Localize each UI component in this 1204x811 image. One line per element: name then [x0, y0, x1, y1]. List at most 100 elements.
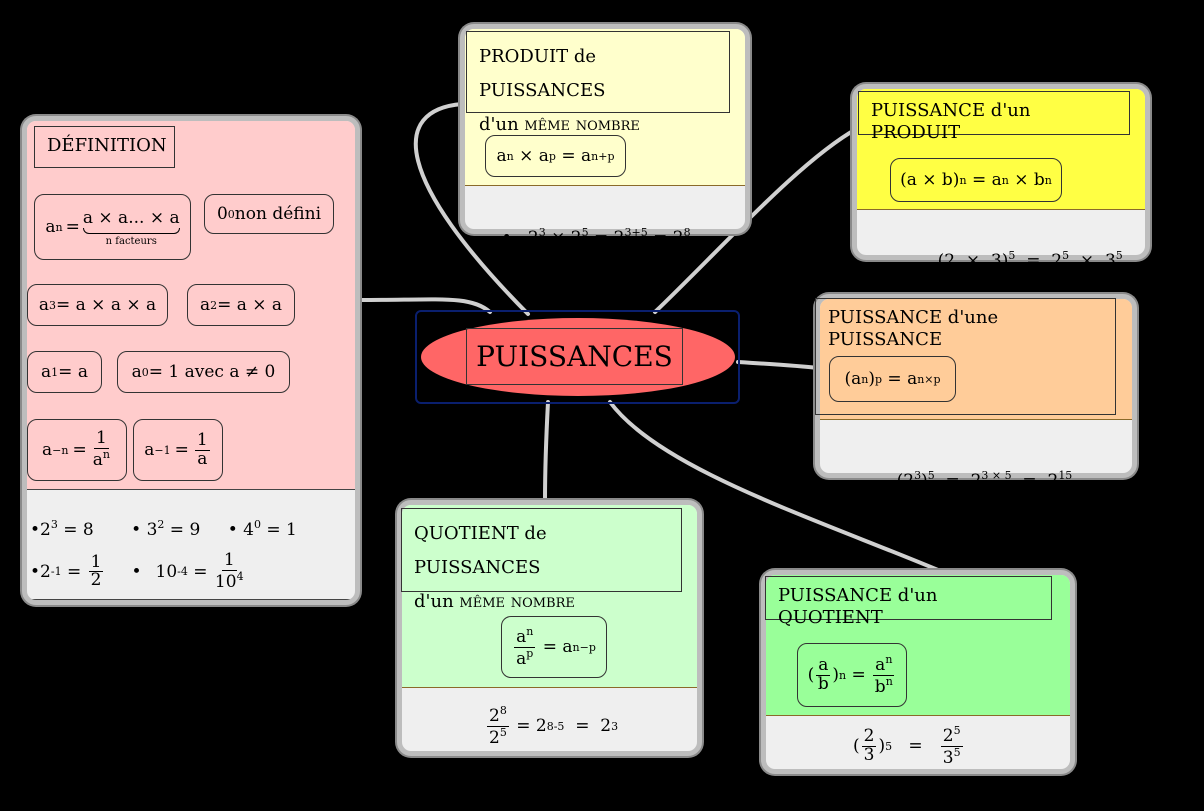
pe-e1: 3: [538, 226, 546, 239]
pp-n3: n: [1044, 173, 1052, 187]
quotient-line2-a: d'un: [414, 591, 460, 613]
qpe-rnum-e: 5: [953, 724, 961, 737]
definition-examples-row1: •23 = 8 • 32 = 9 • 40 = 1: [30, 518, 297, 540]
ex4-exp: -1: [50, 565, 62, 579]
neg1-exp: −1: [154, 443, 171, 457]
qpe-rnum-b: 2: [942, 726, 954, 746]
pppe-e2: 3 × 5: [981, 469, 1012, 482]
def-brace-label: n facteurs: [105, 235, 157, 247]
definition-cloud: [22, 116, 360, 605]
pppe-eq2: =: [1011, 471, 1048, 491]
ex1-rest: = 8: [57, 520, 94, 540]
def-product: a × a... × a: [82, 207, 180, 228]
qp-rden: bn: [875, 675, 893, 697]
ex4-num: 1: [88, 551, 104, 573]
a2-exp: 2: [210, 298, 218, 312]
quot-puiss-title: PUISSANCE d'un QUOTIENT: [778, 585, 938, 628]
qp-n: n: [839, 668, 847, 682]
neg1-num: 1: [194, 429, 210, 451]
def-brace: a × a... × a n facteurs: [82, 207, 180, 247]
prod-puiss-panel: [857, 89, 1145, 209]
ex3: • 40 = 1: [228, 518, 297, 540]
a3-exp: 3: [48, 298, 56, 312]
produit-divider: [465, 185, 745, 186]
pe-eq1: =: [588, 228, 614, 248]
pr-c: a: [581, 146, 592, 166]
qe-c: 2: [600, 716, 612, 737]
negn-base: a: [42, 440, 53, 460]
ppp-close: ): [868, 369, 875, 389]
ex4-bullet: •: [30, 561, 41, 582]
ppe-e2: 5: [1062, 249, 1070, 262]
ppp-n: n: [861, 372, 869, 386]
quot-puiss-cloud: [761, 570, 1075, 774]
quotient-title-line1: QUOTIENT de PUISSANCES: [414, 523, 547, 579]
definition-panel: [27, 121, 355, 489]
negn-den-base: a: [92, 450, 103, 470]
prod-puiss-divider: [857, 209, 1145, 210]
pppe-a: (2: [896, 471, 915, 491]
puiss-puiss-example: (23)5 = 23 × 5 = 215: [875, 449, 1073, 511]
ex5-eq: =: [187, 561, 213, 582]
produit-node[interactable]: PRODUIT de PUISSANCES d'un même nombre a…: [460, 24, 750, 248]
pe-op: ×: [545, 228, 571, 248]
ex2-rest: = 9: [164, 520, 201, 540]
quot-puiss-title-box: PUISSANCE d'un QUOTIENT: [765, 576, 1052, 628]
pppe-c: 2: [1047, 471, 1059, 491]
quotient-divider: [402, 687, 697, 688]
center-node[interactable]: PUISSANCES: [415, 310, 740, 404]
a0-rest: = 1 avec a ≠ 0: [148, 362, 276, 382]
qr-eq: =: [537, 637, 563, 657]
pe-b1: 2: [527, 228, 539, 248]
quotient-node[interactable]: QUOTIENT de PUISSANCES d'un même nombre …: [397, 500, 702, 756]
pp-b: b: [1033, 170, 1045, 190]
pe-b2: 2: [570, 228, 582, 248]
ppe-e: 5: [1008, 249, 1016, 262]
qe-e2: 3: [611, 719, 619, 733]
puiss-puiss-title: PUISSANCE d'une PUISSANCE: [828, 307, 999, 350]
quotient-line2-sc: même nombre: [459, 591, 575, 613]
prod-puiss-cloud: [852, 84, 1150, 260]
ppe-eq: =: [1015, 251, 1052, 271]
pr-x: ×: [513, 146, 539, 166]
prod-puiss-title: PUISSANCE d'un PRODUIT: [871, 100, 1031, 143]
qe-e: 8-5: [546, 719, 565, 733]
ex2-exp: 2: [157, 518, 165, 531]
ex5-den: 104: [215, 571, 244, 592]
qpe-rden-e: 5: [953, 745, 961, 759]
ex2-bullet: •: [131, 520, 142, 540]
quotient-title-box: QUOTIENT de PUISSANCES d'un même nombre: [401, 508, 682, 612]
produit-line2-a: d'un: [479, 114, 525, 136]
negn-eq: =: [72, 440, 87, 460]
ex2-base: 3: [146, 520, 158, 540]
qpe-rden: 35: [943, 747, 961, 768]
ppe-l: (2 × 3): [937, 251, 1009, 271]
pp-x: ×: [1008, 170, 1034, 190]
ppe-a: 2: [1051, 251, 1063, 271]
qe-eq2: =: [564, 716, 601, 737]
qr-den: ap: [516, 647, 533, 669]
quot-puiss-divider: [766, 715, 1070, 716]
a2-rest: = a × a: [217, 295, 283, 315]
ex5-bullet: •: [131, 561, 142, 582]
qr-num: an: [514, 625, 536, 648]
a0-base: a: [131, 362, 142, 382]
ex4-eq: =: [61, 561, 87, 582]
pp-eq: =: [966, 170, 992, 190]
negn-num: 1: [93, 428, 109, 449]
pe-bullet: •: [501, 228, 512, 248]
qp-rnum: an: [873, 653, 895, 676]
quotient-title-line2: d'un même nombre: [414, 585, 669, 619]
